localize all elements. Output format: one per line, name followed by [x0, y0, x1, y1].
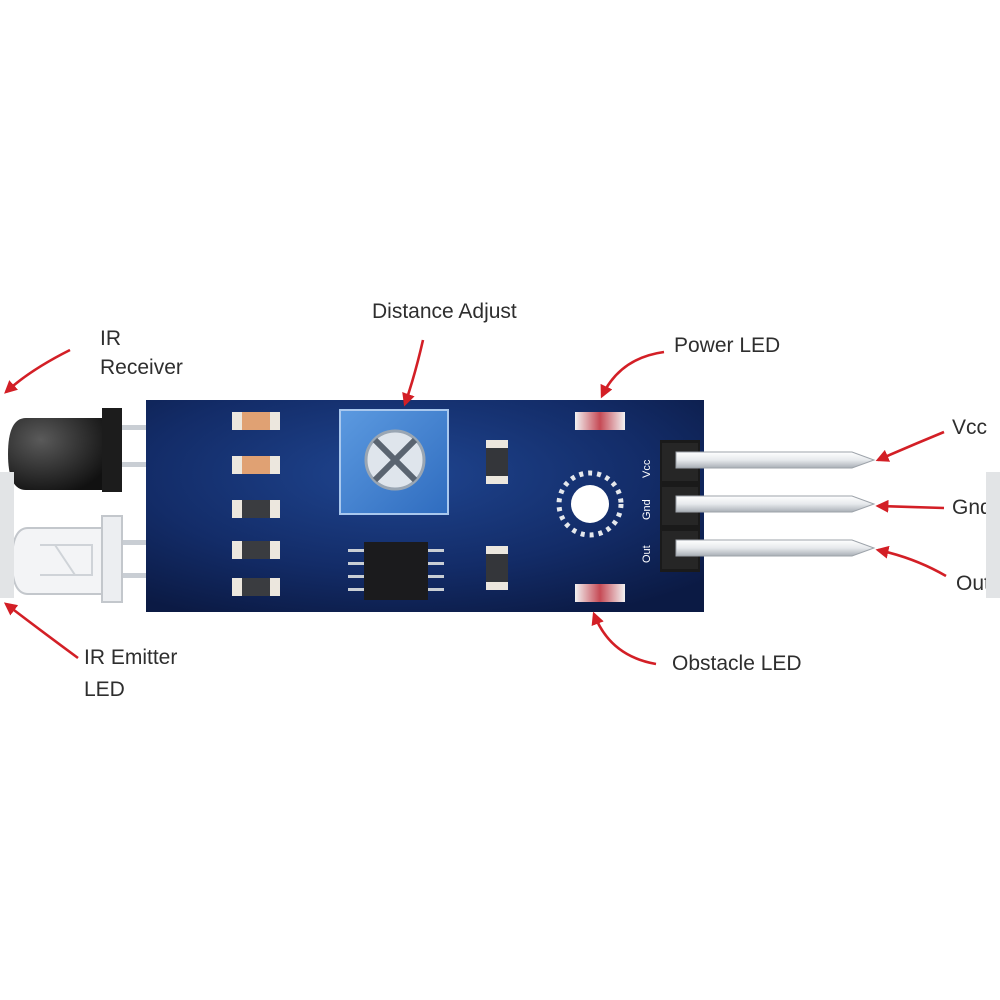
arrow-distance-adjust — [402, 339, 425, 407]
power-led — [575, 412, 625, 430]
arrow-vcc — [875, 430, 945, 462]
smd-resistor — [232, 578, 280, 596]
smd-capacitor — [486, 546, 508, 590]
carousel-prev-button[interactable] — [0, 472, 14, 598]
label-gnd: Gnd — [952, 496, 992, 519]
label-vcc: Vcc — [952, 416, 987, 439]
potentiometer — [339, 409, 449, 515]
ir-emitter-component — [10, 515, 163, 603]
smd-resistor — [232, 541, 280, 559]
arrow-ir-emitter — [3, 602, 79, 660]
header-pin-gnd — [675, 495, 876, 513]
label-power-led: Power LED — [674, 334, 780, 357]
mounting-hole — [556, 470, 624, 538]
smd-resistor — [232, 412, 280, 430]
smd-resistor — [232, 500, 280, 518]
label-out: Out — [956, 572, 990, 595]
arrow-obstacle-led — [591, 611, 657, 666]
header-pin-out — [675, 539, 876, 557]
smd-resistor — [232, 456, 280, 474]
pin-label-out: Out — [641, 545, 653, 563]
carousel-next-button[interactable] — [986, 472, 1000, 598]
label-distance-adjust: Distance Adjust — [372, 300, 517, 323]
arrow-ir-receiver — [4, 348, 71, 394]
arrow-gnd — [875, 499, 945, 513]
label-ir-emitter: IR Emitter LED — [84, 646, 183, 701]
label-ir-receiver: IR Receiver — [100, 327, 183, 379]
smd-capacitor — [486, 440, 508, 484]
arrow-out — [875, 545, 947, 578]
ir-receiver-component — [8, 408, 163, 492]
pin-label-vcc: Vcc — [641, 459, 653, 478]
header-pin-vcc — [675, 451, 876, 469]
arrow-power-led — [600, 350, 665, 399]
comparator-ic — [348, 542, 444, 600]
pin-label-gnd: Gnd — [641, 499, 653, 520]
label-obstacle-led: Obstacle LED — [672, 652, 802, 675]
obstacle-led — [575, 584, 625, 602]
